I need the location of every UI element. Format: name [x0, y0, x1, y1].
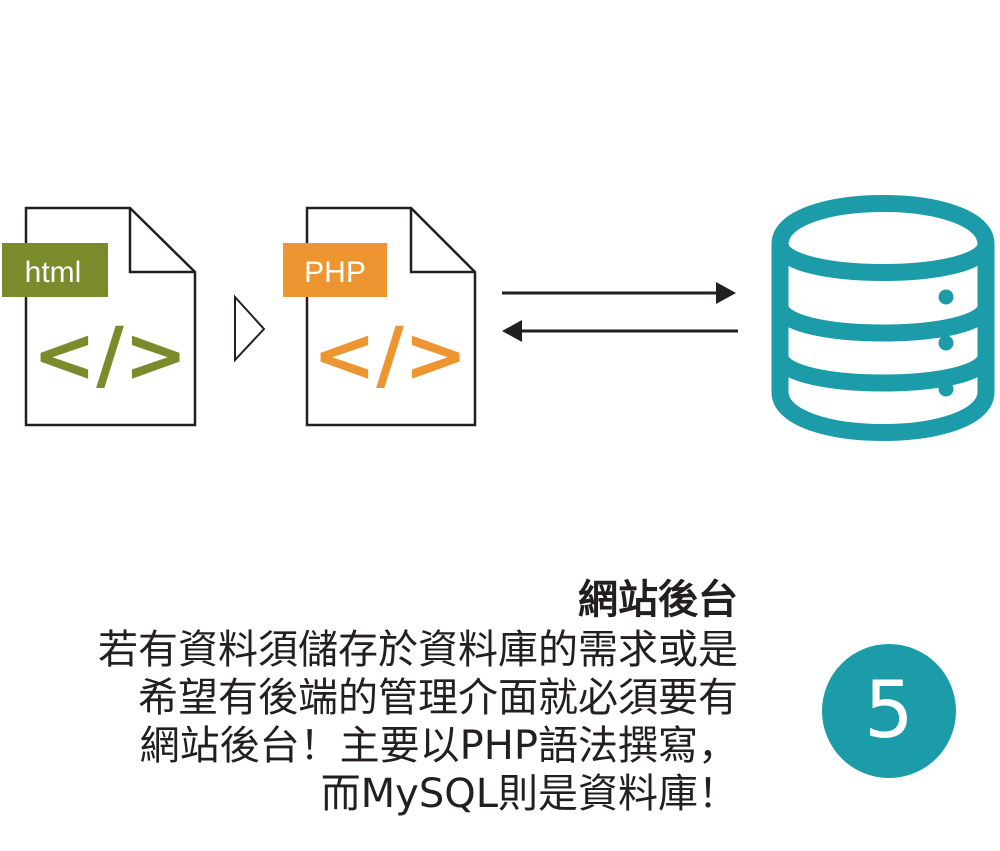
caption-title: 網站後台 — [578, 577, 738, 623]
caption-body: 若有資料須儲存於資料庫的需求或是 希望有後端的管理介面就必須要有 網站後台！主要… — [0, 626, 738, 818]
caption-line-1: 若有資料須儲存於資料庫的需求或是 — [98, 627, 738, 673]
step-number-badge: 5 — [822, 644, 956, 778]
html-label-tag — [2, 243, 108, 297]
flow-arrow-icon — [234, 294, 266, 363]
response-arrow-icon — [502, 320, 738, 342]
database-icon — [771, 195, 995, 441]
caption-line-3: 網站後台！主要以PHP語法撰寫， — [139, 723, 738, 769]
php-code-glyph: </> — [312, 310, 467, 399]
html-code-glyph: </> — [32, 310, 187, 399]
database-dot-2 — [938, 335, 954, 351]
database-dot-3 — [938, 381, 954, 397]
html-file-icon: html </> — [2, 206, 197, 427]
php-label: PHP — [304, 256, 366, 289]
caption-line-4: 而MySQL則是資料庫！ — [320, 771, 738, 817]
html-label: html — [25, 256, 82, 289]
php-label-tag — [283, 243, 387, 297]
caption-line-2: 希望有後端的管理介面就必須要有 — [138, 675, 738, 721]
request-arrow-icon — [502, 282, 736, 304]
php-file-icon: PHP </> — [283, 206, 477, 427]
database-dot-1 — [938, 289, 954, 305]
